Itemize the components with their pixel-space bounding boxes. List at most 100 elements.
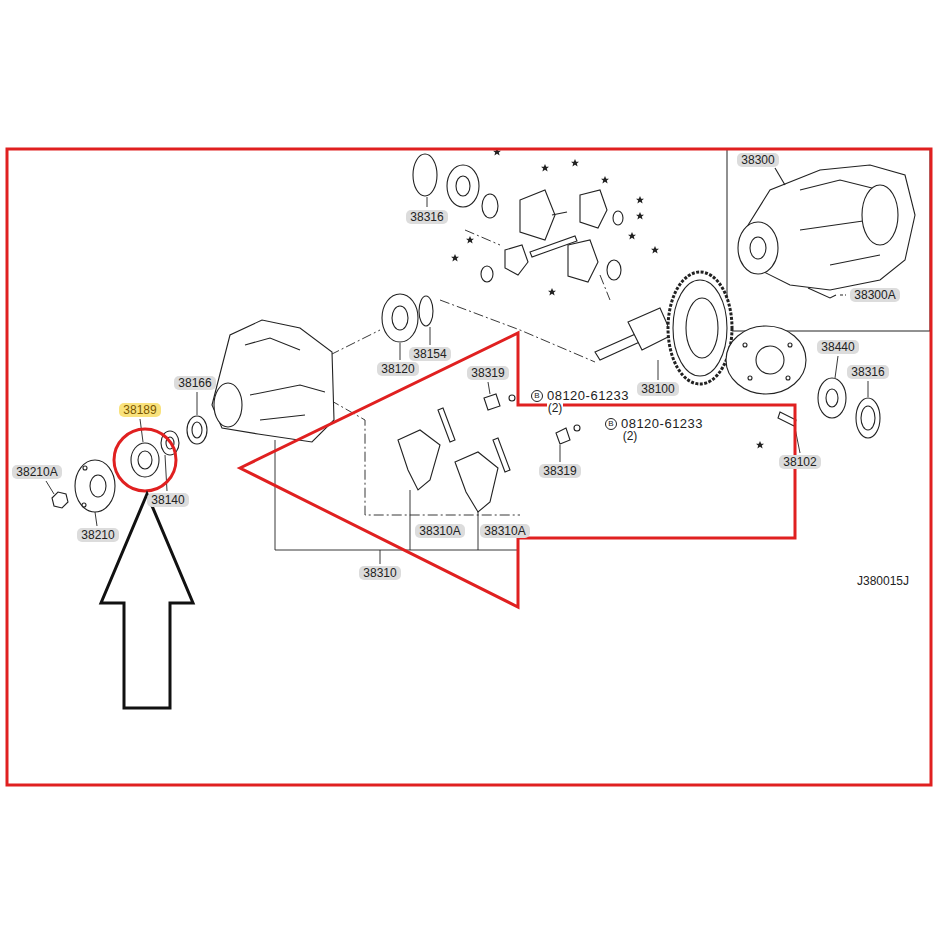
red-frame xyxy=(7,149,931,785)
star xyxy=(601,176,609,184)
leader-line xyxy=(410,490,411,550)
washer xyxy=(482,194,498,218)
oil-seal-inner xyxy=(138,451,152,469)
inset-flange-hole xyxy=(750,237,766,259)
exploded-view xyxy=(46,148,930,564)
callout-number: 38300A xyxy=(850,288,899,302)
leader-line xyxy=(95,512,97,526)
red-arrow xyxy=(240,333,795,607)
side-gear xyxy=(520,190,555,240)
housing-ribs xyxy=(245,338,325,420)
symbol-letter: B xyxy=(605,418,617,430)
ring-gear xyxy=(673,280,727,376)
leader-line xyxy=(165,455,167,491)
ring-gear-teeth xyxy=(668,272,732,384)
bearing-inner xyxy=(192,422,202,438)
washer xyxy=(613,211,623,225)
side-gear xyxy=(568,240,598,282)
callout-number: 38310A xyxy=(480,524,529,538)
callout-number: 38210 xyxy=(77,528,118,542)
callout-number: 38316 xyxy=(406,210,447,224)
side-bearing xyxy=(447,165,479,207)
star xyxy=(466,236,474,244)
side-seal xyxy=(856,398,880,438)
case-hole xyxy=(743,343,747,347)
centre-line xyxy=(330,400,520,515)
washer xyxy=(607,260,621,280)
centre-lines xyxy=(330,230,610,515)
callout-number: 38319 xyxy=(467,366,508,380)
callout-number: 38310A xyxy=(415,524,464,538)
inset-bolt xyxy=(808,288,836,298)
callout-number: 38440 xyxy=(817,340,858,354)
oil-seal xyxy=(131,443,159,477)
leader-line xyxy=(488,382,490,394)
side-bearing-inner xyxy=(826,389,838,407)
star xyxy=(756,441,764,449)
pinion-bearing xyxy=(382,294,418,342)
leader-line xyxy=(840,294,846,295)
differential-case xyxy=(726,326,806,394)
black-arrow xyxy=(101,494,193,708)
leader-line xyxy=(197,392,198,415)
bracket xyxy=(556,428,570,444)
leader-line xyxy=(775,168,785,185)
leader-line xyxy=(427,197,428,207)
cap-bolt xyxy=(438,408,455,442)
callout-number: 38102 xyxy=(779,455,820,469)
flange-hole xyxy=(83,466,87,470)
ring-gear-bore xyxy=(686,298,718,358)
callout-number: 38140 xyxy=(147,493,188,507)
case-hole xyxy=(788,343,792,347)
inset-frame xyxy=(727,149,930,331)
bracket xyxy=(484,394,500,410)
bearing-cap xyxy=(398,430,440,490)
centre-line xyxy=(330,330,380,355)
callout-number: 38316 xyxy=(847,365,888,379)
red-circle xyxy=(114,429,176,491)
ring-gear-bolt xyxy=(778,412,796,426)
centre-line xyxy=(465,230,610,300)
side-seal-inner xyxy=(861,406,875,430)
bracket-bolt xyxy=(574,425,580,431)
leader-line xyxy=(380,550,381,564)
carrier-housing xyxy=(212,320,334,442)
leader-line xyxy=(560,445,561,462)
pinion-mate-gear xyxy=(580,190,607,228)
callout-number: 38189 xyxy=(119,403,160,417)
star xyxy=(628,232,636,240)
callout-number: 38310 xyxy=(359,566,400,580)
flange-hole xyxy=(82,503,86,507)
case-hub xyxy=(756,346,784,374)
callout-number: 38100 xyxy=(637,382,678,396)
lock-pin xyxy=(552,212,567,215)
star xyxy=(571,159,579,167)
bearing-cap xyxy=(455,452,498,512)
star xyxy=(541,164,549,172)
leader-line xyxy=(478,512,479,550)
callout-number: 38319 xyxy=(539,464,580,478)
drawing-code: J380015J xyxy=(856,574,910,588)
callout-number: 38210A xyxy=(12,465,61,479)
inset-cover xyxy=(862,185,898,245)
star xyxy=(451,254,459,262)
symbol-letter: B xyxy=(531,390,543,402)
side-seal xyxy=(413,154,437,196)
star xyxy=(636,196,644,204)
star xyxy=(548,288,556,296)
pinion-mate-gear xyxy=(505,245,528,275)
star xyxy=(636,212,644,220)
drive-pinion-head xyxy=(628,308,672,350)
side-bearing xyxy=(818,378,846,418)
leader-line xyxy=(430,327,431,345)
leader-line xyxy=(658,360,659,380)
callout-number: 38166 xyxy=(174,376,215,390)
leader-line xyxy=(835,356,838,378)
star xyxy=(651,246,659,254)
leader-line xyxy=(868,381,869,397)
callout-number: 38300 xyxy=(737,153,778,167)
quantity: (2) xyxy=(547,401,564,415)
callout-number: 38154 xyxy=(409,347,450,361)
nut xyxy=(52,492,68,508)
